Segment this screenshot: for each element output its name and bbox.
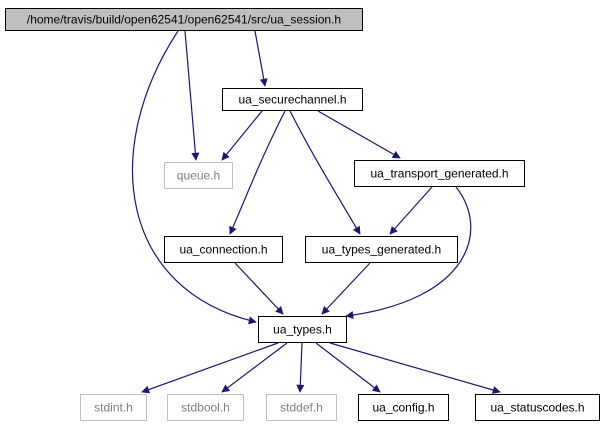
node-label: ua_transport_generated.h: [370, 167, 508, 181]
node-box: [354, 160, 525, 187]
edge-securechannel-to-connection: [229, 110, 286, 235]
node-label: queue.h: [177, 169, 220, 183]
edge-securechannel-to-queue: [221, 110, 263, 161]
node-box: [305, 236, 458, 263]
edge-session-to-types: [131, 30, 257, 325]
edge-types-to-stdint: [141, 342, 279, 394]
node-types[interactable]: ua_types.h: [258, 316, 347, 343]
node-stddef: stddef.h: [266, 394, 337, 421]
edge-connection-to-types: [234, 262, 284, 315]
node-statuscodes[interactable]: ua_statuscodes.h: [475, 394, 600, 421]
node-box: [358, 394, 449, 421]
edge-types-to-stdbool: [221, 342, 288, 393]
node-box: [80, 394, 147, 421]
node-box: [258, 316, 347, 343]
node-connection[interactable]: ua_connection.h: [164, 236, 283, 263]
node-box: [222, 88, 363, 111]
edge-securechannel-to-types_generated: [289, 110, 361, 235]
node-session[interactable]: /home/travis/build/open62541/open62541/s…: [5, 8, 363, 31]
node-label: ua_types_generated.h: [322, 243, 441, 257]
edge-transport-to-types: [345, 186, 472, 320]
edge-types-to-statuscodes: [329, 342, 501, 394]
node-label: ua_statuscodes.h: [490, 401, 584, 415]
edge-session-to-queue: [184, 30, 200, 161]
node-box: [164, 162, 233, 189]
edge-transport-to-types_generated: [389, 186, 433, 235]
node-config[interactable]: ua_config.h: [358, 394, 449, 421]
node-transport[interactable]: ua_transport_generated.h: [354, 160, 525, 187]
node-label: ua_connection.h: [179, 243, 267, 257]
edge-types-to-config: [315, 342, 381, 393]
node-queue: queue.h: [164, 162, 233, 189]
node-box: [164, 236, 283, 263]
edge-types_generated-to-types: [321, 262, 371, 315]
node-stdbool: stdbool.h: [167, 394, 244, 421]
node-label: stdint.h: [94, 401, 133, 415]
node-stdint: stdint.h: [80, 394, 147, 421]
edge-types-to-stddef: [296, 342, 305, 393]
node-label: stddef.h: [280, 401, 323, 415]
node-types_generated[interactable]: ua_types_generated.h: [305, 236, 458, 263]
node-label: ua_config.h: [372, 401, 434, 415]
node-box: [266, 394, 337, 421]
node-label: stdbool.h: [181, 401, 230, 415]
node-label: ua_types.h: [273, 323, 332, 337]
edges-layer: [131, 30, 501, 394]
node-label: ua_securechannel.h: [238, 93, 346, 107]
node-securechannel[interactable]: ua_securechannel.h: [222, 88, 363, 111]
edge-session-to-securechannel: [254, 30, 268, 87]
node-box: [475, 394, 600, 421]
node-box: [167, 394, 244, 421]
edge-securechannel-to-transport: [317, 110, 401, 159]
node-box: [5, 8, 363, 31]
node-label: /home/travis/build/open62541/open62541/s…: [27, 13, 341, 27]
nodes-layer: /home/travis/build/open62541/open62541/s…: [5, 8, 600, 421]
